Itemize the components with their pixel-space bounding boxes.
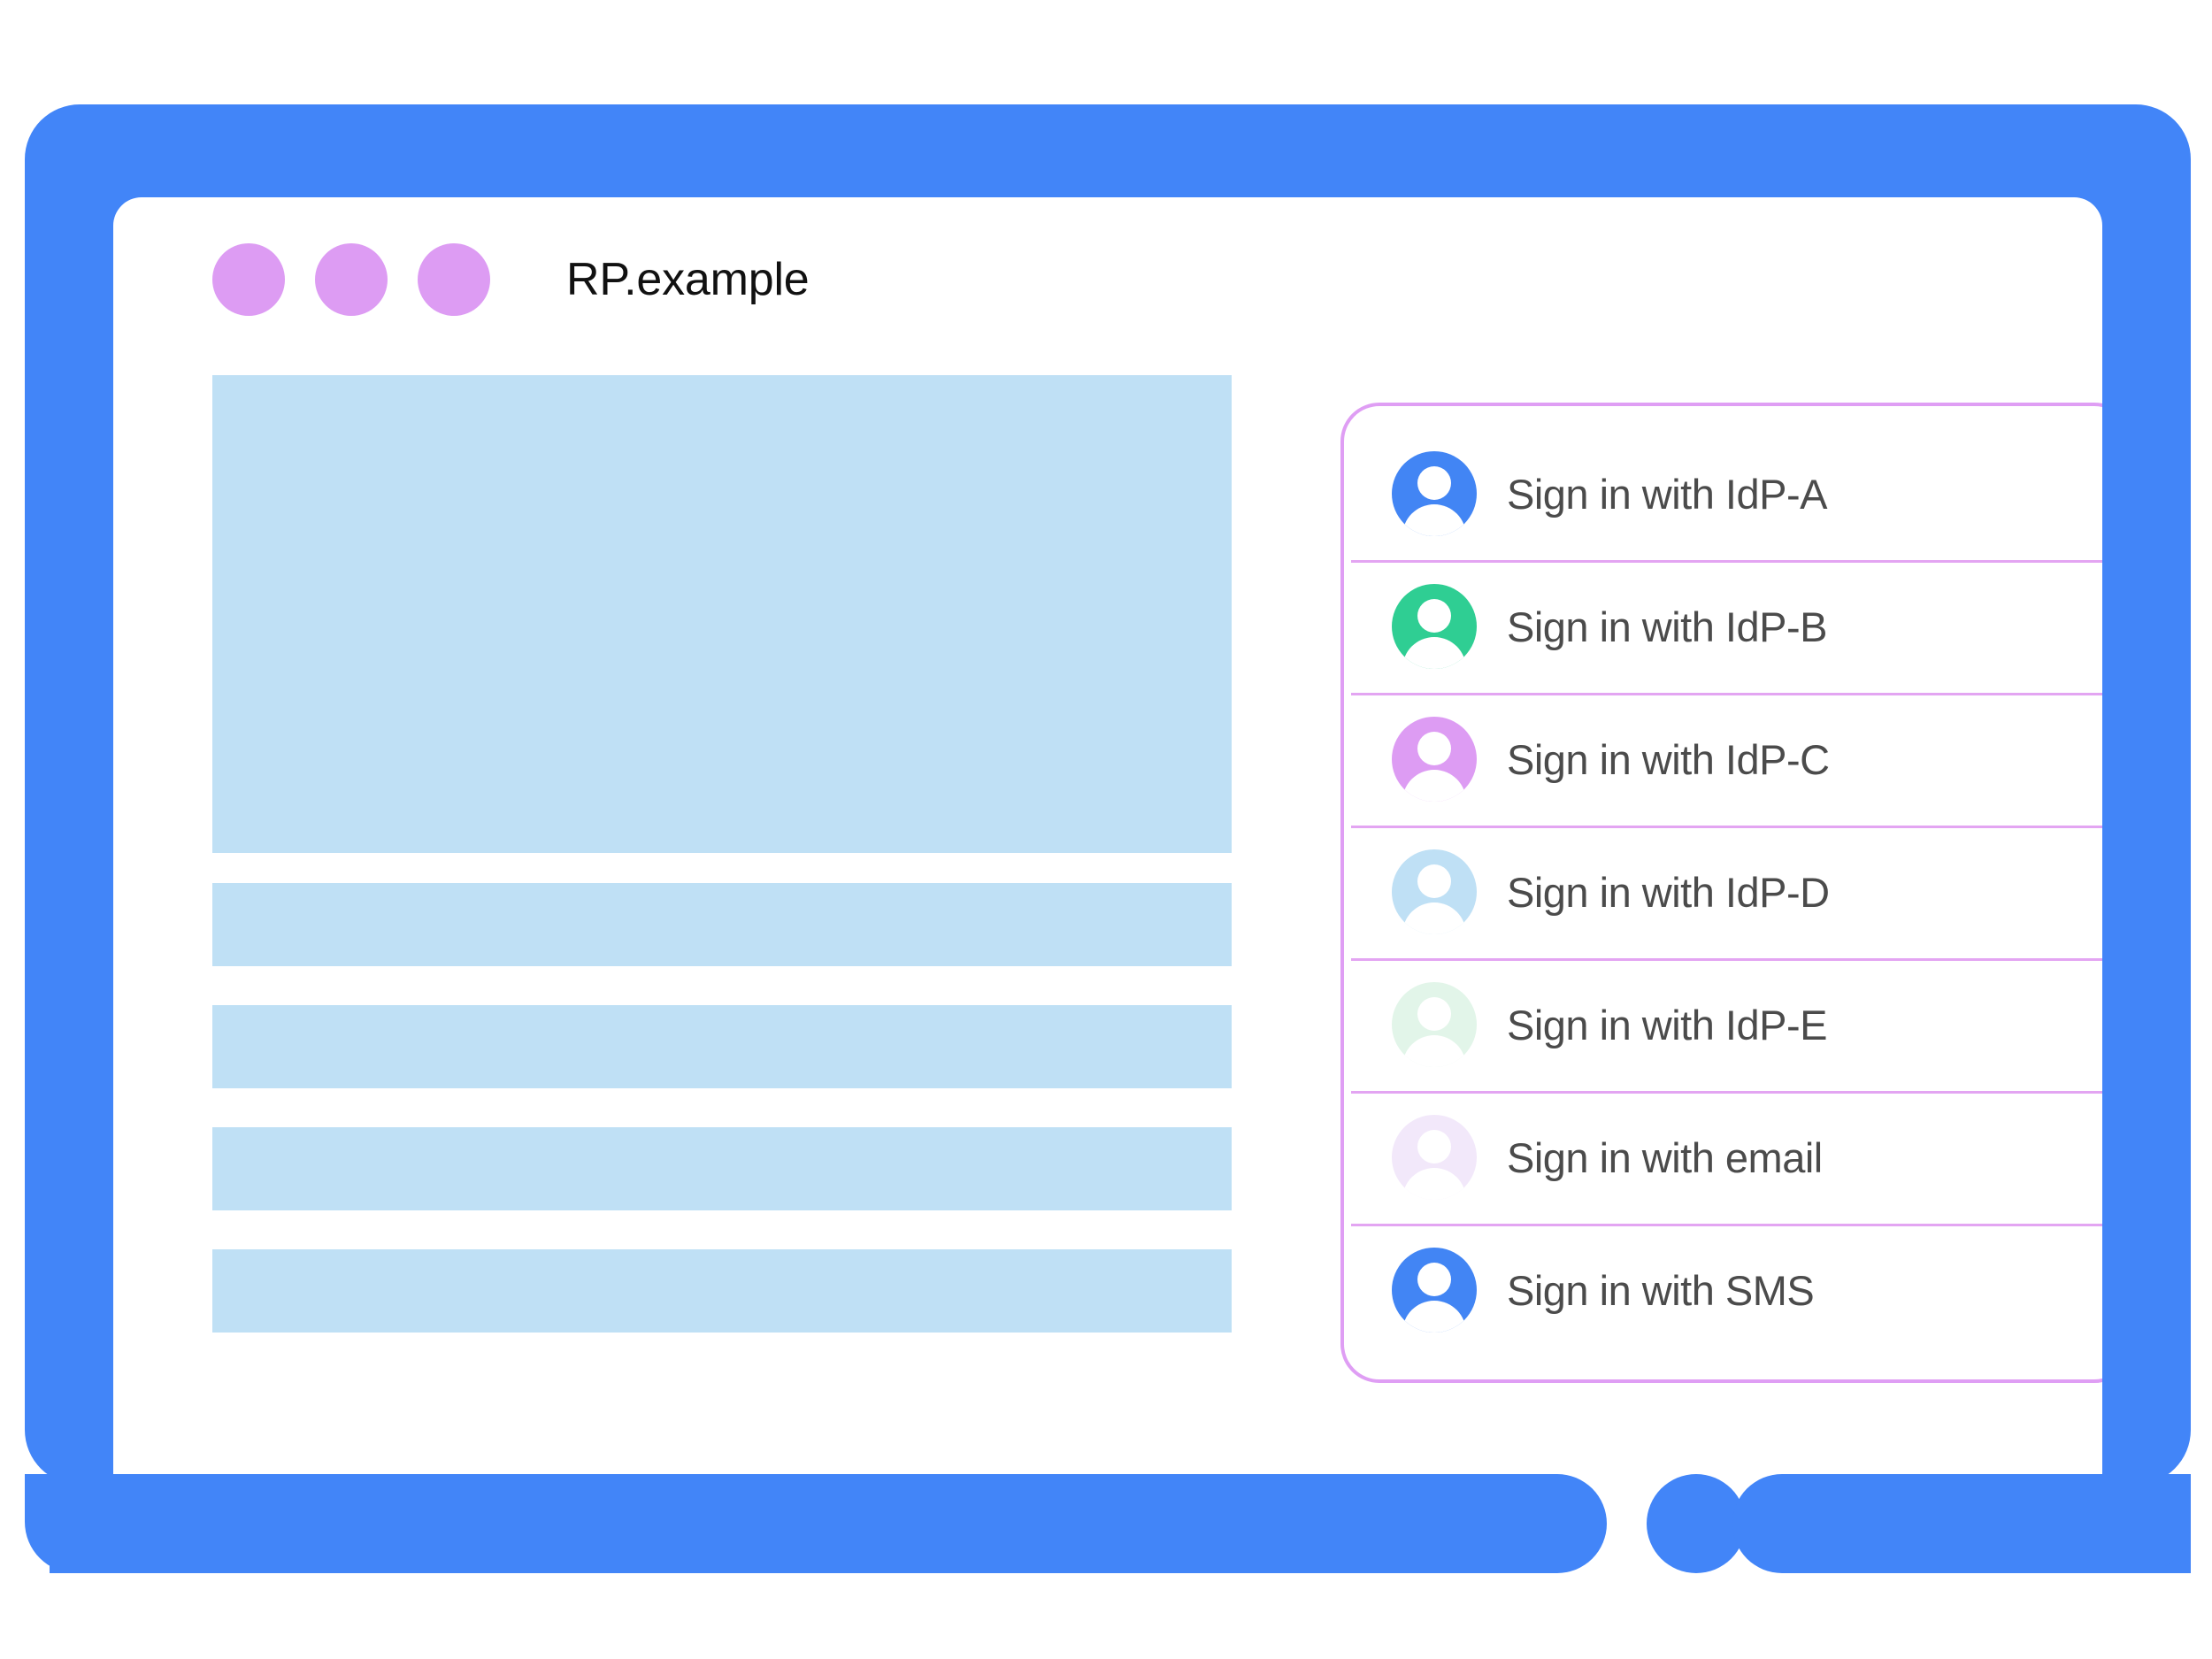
avatar-icon — [1392, 849, 1477, 934]
signin-option-email[interactable]: Sign in with email — [1344, 1091, 2102, 1224]
browser-screen: RP.example Sign in with IdP-A — [113, 197, 2102, 1533]
avatar-icon — [1392, 717, 1477, 802]
window-dot-1[interactable] — [212, 242, 285, 316]
content-placeholder-hero — [212, 375, 1232, 853]
avatar-icon — [1392, 982, 1477, 1067]
page-body: Sign in with IdP-A Sign in with IdP-B Si… — [113, 361, 2102, 1533]
signin-option-idp-b[interactable]: Sign in with IdP-B — [1344, 560, 2102, 693]
signin-option-label: Sign in with IdP-E — [1507, 1001, 1827, 1048]
home-button[interactable] — [1647, 1474, 1746, 1573]
signin-option-idp-d[interactable]: Sign in with IdP-D — [1344, 826, 2102, 958]
device-frame: RP.example Sign in with IdP-A — [25, 104, 2191, 1580]
content-placeholder-bar-1 — [212, 883, 1232, 966]
signin-option-label: Sign in with email — [1507, 1133, 1823, 1181]
avatar-icon — [1392, 451, 1477, 536]
signin-option-idp-c[interactable]: Sign in with IdP-C — [1344, 693, 2102, 826]
signin-option-label: Sign in with IdP-B — [1507, 603, 1827, 650]
device-bezel-bottom-right-cap — [2095, 1474, 2191, 1573]
window-dot-2[interactable] — [315, 242, 388, 316]
avatar-icon — [1392, 1248, 1477, 1333]
signin-option-idp-a[interactable]: Sign in with IdP-A — [1344, 427, 2102, 560]
signin-panel: Sign in with IdP-A Sign in with IdP-B Si… — [1340, 403, 2102, 1383]
signin-option-sms[interactable]: Sign in with SMS — [1344, 1224, 2102, 1356]
device-bezel-bottom-left — [50, 1474, 1607, 1573]
signin-option-idp-e[interactable]: Sign in with IdP-E — [1344, 958, 2102, 1091]
signin-option-label: Sign in with IdP-C — [1507, 735, 1830, 783]
avatar-icon — [1392, 584, 1477, 669]
window-controls — [212, 242, 490, 316]
content-placeholder-column — [212, 375, 1232, 1333]
content-placeholder-bar-2 — [212, 1005, 1232, 1088]
page-title: RP.example — [566, 253, 810, 305]
content-placeholder-bar-3 — [212, 1127, 1232, 1210]
browser-titlebar: RP.example — [113, 197, 2102, 361]
signin-option-label: Sign in with SMS — [1507, 1266, 1815, 1314]
avatar-icon — [1392, 1115, 1477, 1200]
signin-option-label: Sign in with IdP-A — [1507, 470, 1827, 518]
window-dot-3[interactable] — [418, 242, 490, 316]
signin-option-label: Sign in with IdP-D — [1507, 868, 1830, 916]
content-placeholder-bar-4 — [212, 1249, 1232, 1333]
